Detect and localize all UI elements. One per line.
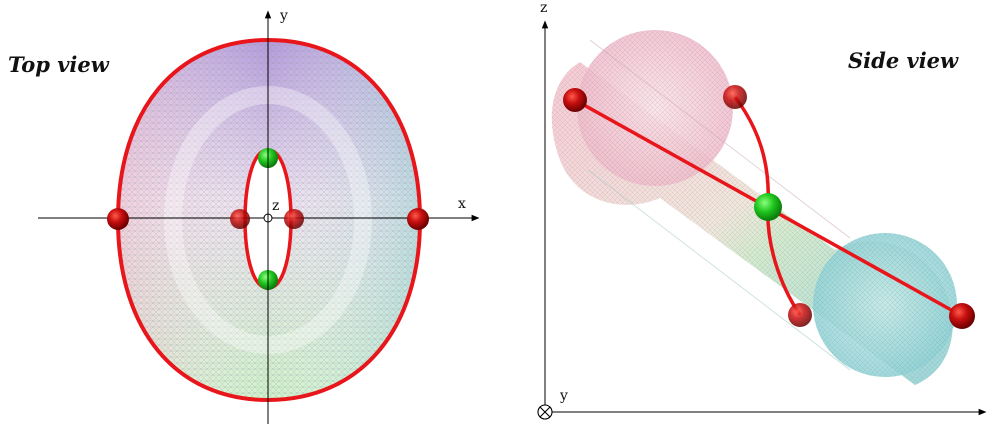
- x-axis-label: x: [458, 196, 466, 212]
- red-sphere-inner-right: [284, 209, 304, 229]
- side-y-axis-label: y: [559, 388, 568, 404]
- red-sphere-top-left: [563, 88, 587, 112]
- red-sphere-outer-right: [407, 208, 429, 230]
- red-sphere-outer-left: [107, 208, 129, 230]
- side-z-axis-label: z: [540, 0, 547, 16]
- y-axis-into-page-icon: [537, 404, 553, 420]
- z-axis-label: z: [272, 198, 279, 214]
- y-axis-label: y: [279, 8, 288, 24]
- red-sphere-bottom-left: [788, 303, 812, 327]
- red-sphere-top-right: [723, 85, 747, 109]
- side-view-title: Side view: [848, 48, 959, 73]
- red-sphere-inner-left: [230, 209, 250, 229]
- top-view: Top view x y z: [8, 8, 480, 424]
- top-view-title: Top view: [8, 52, 110, 77]
- green-sphere-center: [754, 193, 782, 221]
- red-sphere-bottom-right: [949, 303, 975, 329]
- side-view: Side view z y: [537, 0, 987, 420]
